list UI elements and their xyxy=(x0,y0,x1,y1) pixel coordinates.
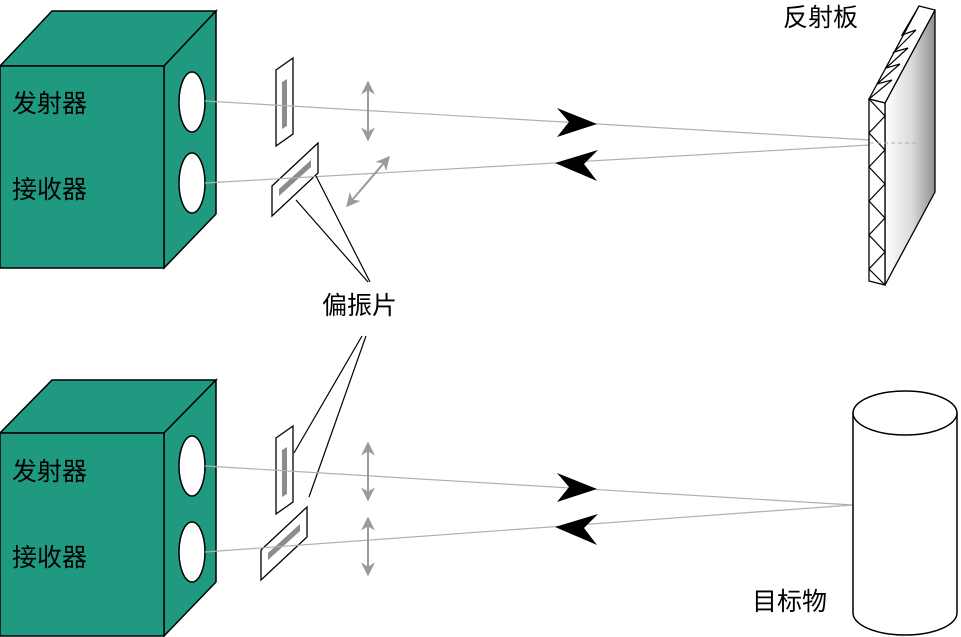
bottom-transmitter-lens xyxy=(178,435,206,497)
top-sensor-unit: 发射器 接收器 xyxy=(0,9,218,270)
reflector-label: 反射板 xyxy=(783,3,858,32)
top-receiver-label: 接收器 xyxy=(12,175,87,204)
polarizer-label: 偏振片 xyxy=(322,291,397,320)
bottom-return-arrowhead xyxy=(555,514,598,545)
polarizer-callout: 偏振片 xyxy=(293,175,397,498)
top-polarizers xyxy=(271,56,319,218)
leader-top-2 xyxy=(315,175,371,283)
bottom-receiver-label: 接收器 xyxy=(12,543,87,572)
bottom-return-beam xyxy=(204,504,854,553)
top-diagonal-polarization-arrow xyxy=(346,155,390,208)
bottom-outgoing-arrowhead xyxy=(557,473,597,502)
target-cylinder-top xyxy=(852,390,958,436)
bottom-receiver-lens xyxy=(178,521,206,583)
top-transmitter-label: 发射器 xyxy=(12,89,87,118)
top-vertical-polarizer-stripe xyxy=(282,79,287,129)
target-cylinder: 目标物 xyxy=(752,390,958,636)
bottom-vertical-polarizer-stripe xyxy=(282,447,287,497)
bottom-box-front-face xyxy=(0,432,165,637)
top-return-arrowhead xyxy=(555,150,598,181)
bottom-diagonal-polarizer-stripe xyxy=(268,524,300,560)
top-beams xyxy=(204,80,871,208)
bottom-transmitter-label: 发射器 xyxy=(12,457,87,486)
leader-top-1 xyxy=(295,199,369,283)
target-cylinder-body xyxy=(852,413,958,636)
bottom-beams xyxy=(204,441,854,577)
reflector-plate: 反射板 xyxy=(783,3,936,286)
target-label: 目标物 xyxy=(752,587,827,616)
top-box-front-face xyxy=(0,65,165,269)
top-receiver-lens xyxy=(178,152,206,214)
top-transmitter-lens xyxy=(178,71,206,133)
leader-bottom-1 xyxy=(293,335,363,454)
bottom-sensor-unit: 发射器 接收器 xyxy=(0,378,218,637)
top-outgoing-beam xyxy=(204,100,871,141)
top-outgoing-arrowhead xyxy=(557,108,597,137)
reflector-zigzag-top xyxy=(868,5,920,100)
bottom-polarizers xyxy=(260,424,308,582)
bottom-outgoing-beam xyxy=(204,465,854,506)
reflector-zigzag-front xyxy=(868,98,886,286)
leader-bottom-2 xyxy=(308,335,367,498)
